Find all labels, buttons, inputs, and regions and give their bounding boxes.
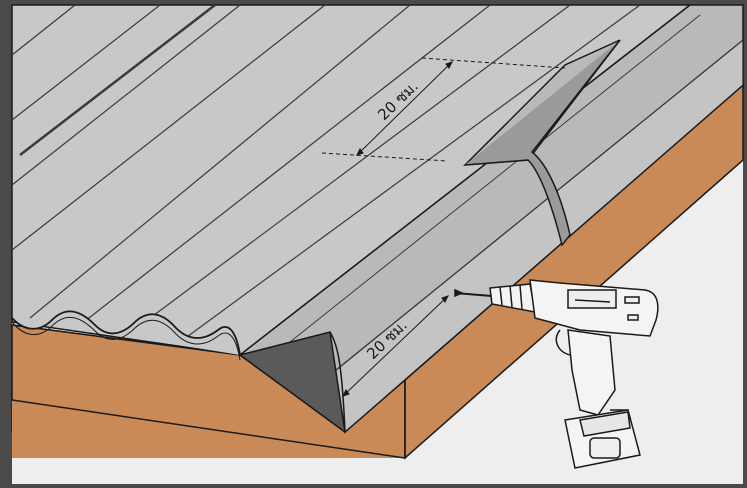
ridge-cap-overlap-lip — [464, 39, 621, 247]
cordless-drill-icon — [454, 279, 659, 469]
dimension-arrow-top — [356, 61, 453, 156]
ridge-cap-end — [238, 331, 347, 434]
corrugation-lines — [11, 4, 641, 343]
corrugated-edge-underside — [11, 316, 241, 361]
ridge-cap-end-curl — [329, 331, 346, 433]
overlap-dashed-lines — [321, 57, 566, 162]
dimension-arrow-bottom — [342, 295, 449, 397]
ridge-cap-fold — [329, 39, 744, 376]
ridge-cap-inner-line — [279, 14, 701, 351]
corrugated-edge — [11, 310, 241, 356]
